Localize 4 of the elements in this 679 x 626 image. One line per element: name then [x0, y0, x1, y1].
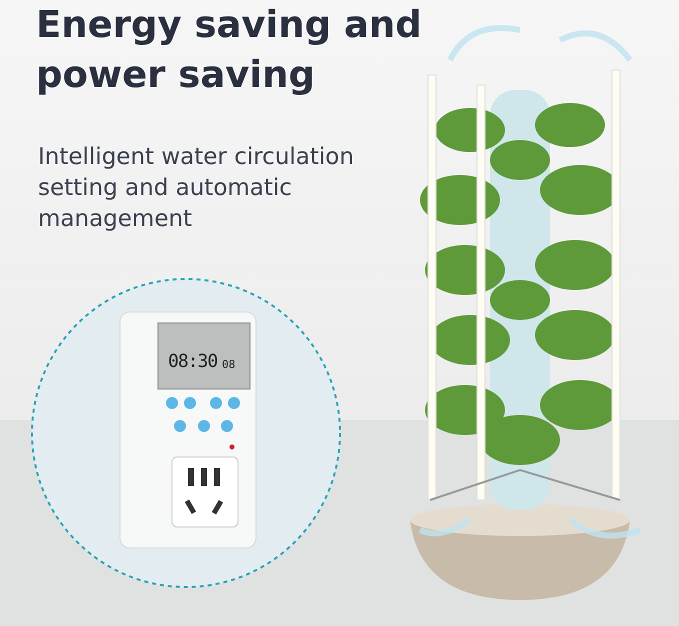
heading: Energy saving and power saving	[36, 2, 423, 98]
lcd-seconds: 08	[222, 358, 236, 371]
lcd-time: 08:30	[168, 351, 218, 372]
subheading: Intelligent water circulation setting and automatic management	[38, 143, 355, 234]
